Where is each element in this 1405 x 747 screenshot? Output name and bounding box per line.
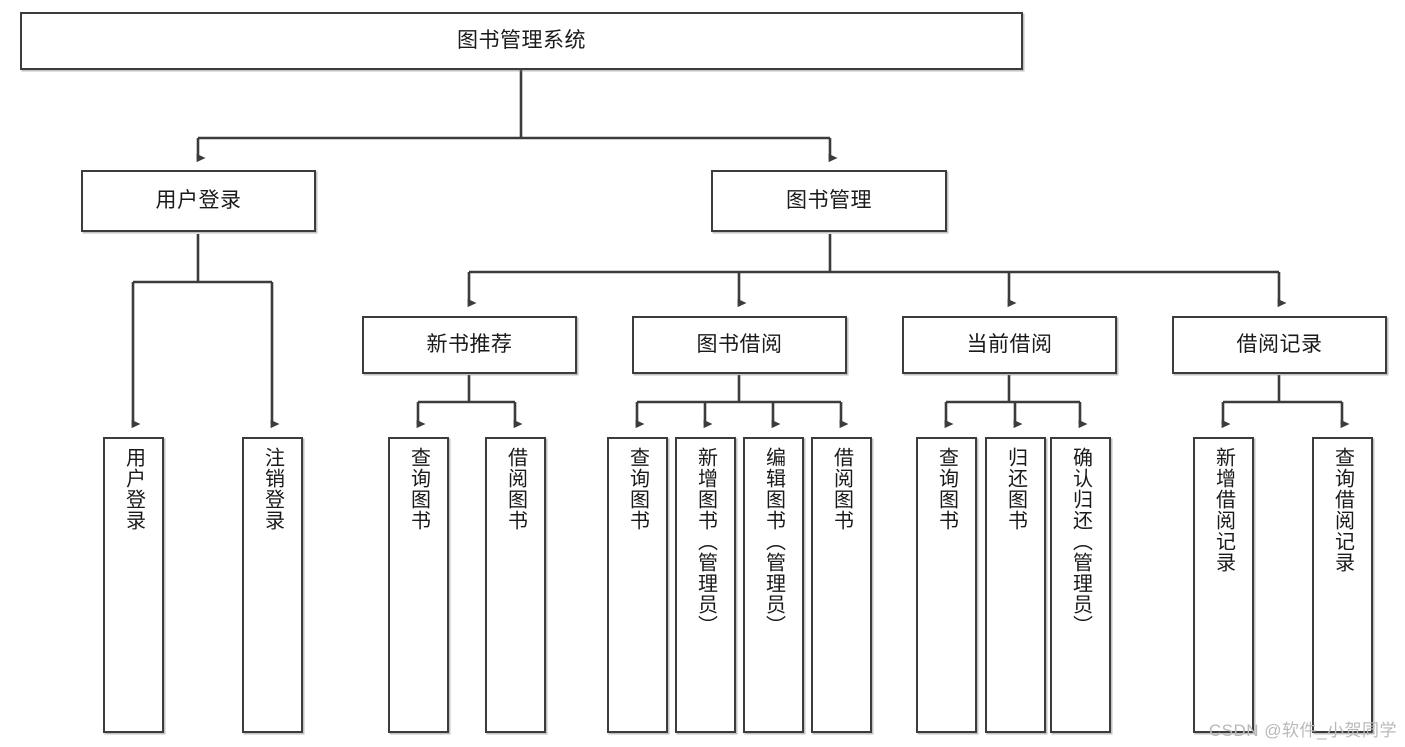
node-label: 图书管理系统 [457, 28, 586, 52]
leaf-query-book-current[interactable]: 查询图书 [916, 437, 977, 733]
leaf-borrow-book-recommend[interactable]: 借阅图书 [485, 437, 546, 733]
node-label: 查询图书 [935, 447, 958, 531]
node-label: 编辑图书（管理员） [762, 447, 785, 636]
watermark-text: CSDN @软件_小贺同学 [1208, 721, 1397, 740]
node-label: 借阅图书 [830, 447, 853, 531]
leaf-user-login[interactable]: 用户登录 [103, 437, 164, 733]
node-label: 当前借阅 [966, 332, 1053, 356]
node-book-management[interactable]: 图书管理 [711, 170, 947, 232]
node-new-book-recommend[interactable]: 新书推荐 [362, 316, 577, 374]
node-label: 借阅记录 [1236, 332, 1323, 356]
node-borrow-record[interactable]: 借阅记录 [1172, 316, 1387, 374]
leaf-query-book-borrow[interactable]: 查询图书 [607, 437, 668, 733]
node-label: 查询图书 [626, 447, 649, 531]
node-label: 图书借阅 [696, 332, 783, 356]
node-label: 用户登录 [122, 447, 145, 531]
leaf-add-book[interactable]: 新增图书（管理员） [675, 437, 736, 733]
node-label: 注销登录 [261, 447, 284, 531]
leaf-add-borrow-record[interactable]: 新增借阅记录 [1193, 437, 1254, 733]
node-label: 新增图书（管理员） [694, 447, 717, 636]
node-label: 用户登录 [155, 188, 242, 212]
node-label: 确认归还（管理员） [1069, 447, 1092, 636]
leaf-edit-book[interactable]: 编辑图书（管理员） [743, 437, 804, 733]
node-label: 图书管理 [786, 188, 872, 212]
node-current-borrow[interactable]: 当前借阅 [902, 316, 1117, 374]
node-label: 归还图书 [1004, 447, 1027, 531]
node-label: 新书推荐 [426, 332, 513, 356]
node-book-borrow[interactable]: 图书借阅 [632, 316, 847, 374]
node-label: 借阅图书 [504, 447, 527, 531]
leaf-logout-login[interactable]: 注销登录 [242, 437, 303, 733]
leaf-confirm-return[interactable]: 确认归还（管理员） [1050, 437, 1111, 733]
leaf-query-book-recommend[interactable]: 查询图书 [388, 437, 449, 733]
node-label: 查询借阅记录 [1331, 447, 1354, 573]
node-label: 新增借阅记录 [1212, 447, 1235, 573]
node-label: 查询图书 [407, 447, 430, 531]
leaf-query-borrow-record[interactable]: 查询借阅记录 [1312, 437, 1373, 733]
leaf-return-book[interactable]: 归还图书 [985, 437, 1046, 733]
leaf-borrow-book[interactable]: 借阅图书 [811, 437, 872, 733]
node-root-system[interactable]: 图书管理系统 [20, 12, 1023, 70]
node-user-login[interactable]: 用户登录 [81, 170, 316, 232]
